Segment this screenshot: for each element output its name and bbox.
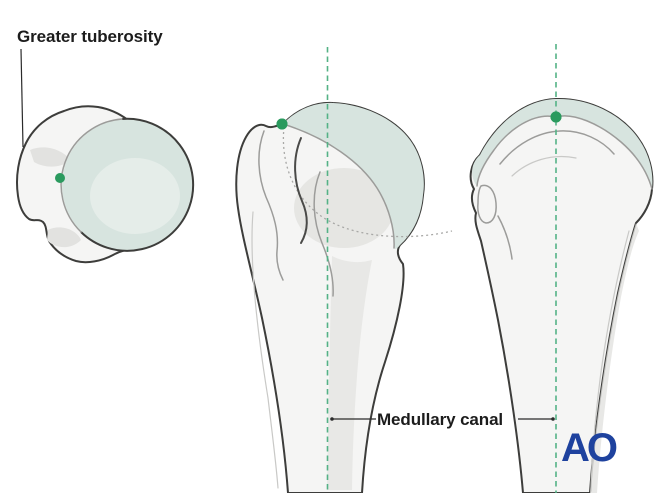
shaft-shading <box>327 256 372 490</box>
anatomical-neck-line <box>282 123 395 249</box>
tuberosity-landmark-dot <box>276 118 288 130</box>
shaft-contour <box>590 230 630 492</box>
cartilage-highlight <box>90 158 180 234</box>
cartilage-inner-edge <box>60 118 123 233</box>
leader-endpoint-dot <box>330 417 334 421</box>
ao-logo: AO <box>561 426 618 470</box>
articular-cartilage <box>472 98 653 189</box>
leader-endpoint-dot <box>551 417 555 421</box>
greater-tuberosity-leader-line <box>20 48 24 148</box>
head-shading <box>294 168 394 248</box>
label-medullary-canal: Medullary canal <box>377 410 504 429</box>
tuberosity-contour <box>258 130 284 281</box>
tuberosity-facet <box>477 184 497 224</box>
head-contour <box>499 130 615 165</box>
bicipital-groove-line <box>294 137 308 244</box>
shaft-contour <box>313 171 334 297</box>
shaft-shading <box>590 223 639 493</box>
tuberosity-landmark-dot <box>55 173 65 183</box>
bone-shading <box>47 227 81 248</box>
tuberosity-landmark-dot <box>550 111 562 123</box>
bone-shading <box>30 147 71 167</box>
ap-view-illustration <box>469 97 654 493</box>
cartilage-outer-edge <box>80 117 195 252</box>
hidden-head-contour <box>282 126 453 238</box>
head-highlight-line <box>511 155 577 177</box>
axial-view-illustration <box>16 105 195 264</box>
shaft-highlight-line <box>251 211 279 489</box>
lateral-view-illustration <box>235 101 453 493</box>
metaphysis-contour <box>497 215 513 260</box>
label-greater-tuberosity: Greater tuberosity <box>17 27 163 46</box>
